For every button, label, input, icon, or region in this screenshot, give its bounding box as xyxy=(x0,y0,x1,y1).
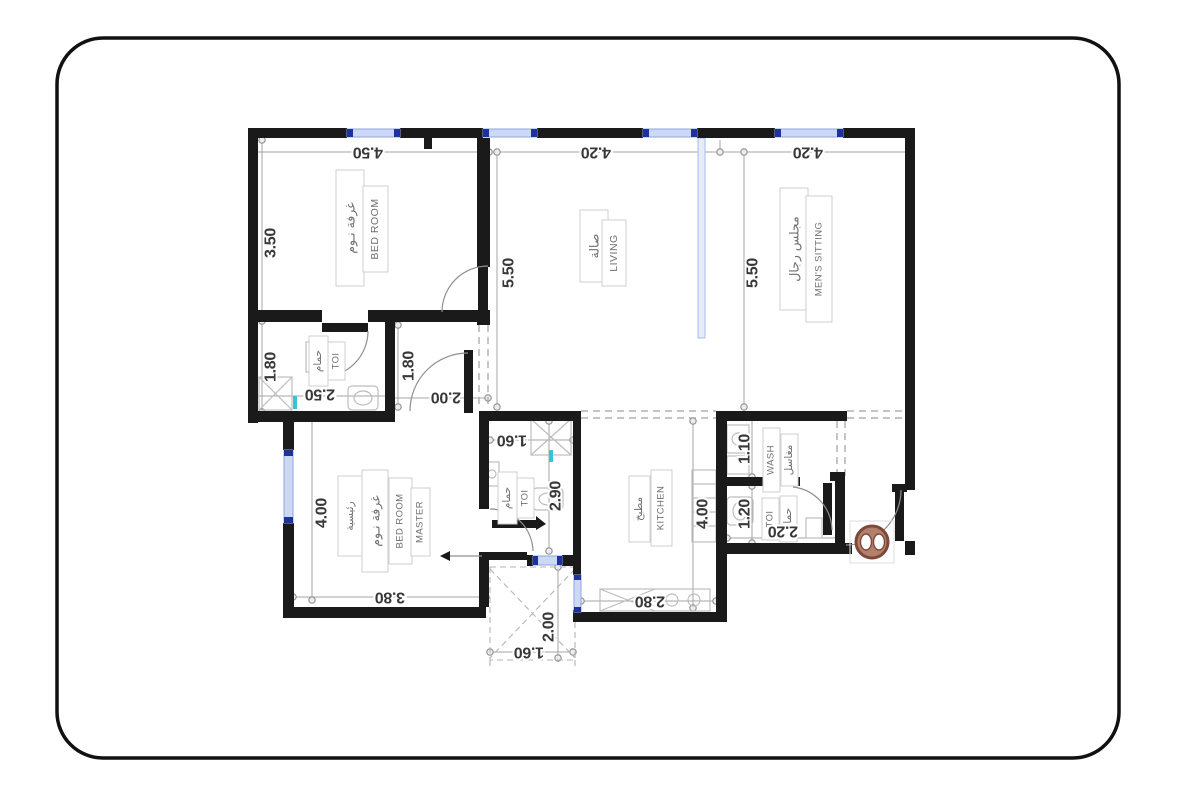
master-toilet-label-en: TOI xyxy=(520,490,531,507)
dim-bedroom-toilet-height: 1.80 xyxy=(263,352,280,382)
dim-living-width: 4.20 xyxy=(581,144,611,161)
guest-toilet-label-en: TOI xyxy=(765,511,776,528)
living-label-en: LIVING xyxy=(608,234,620,271)
bedroom-label-ar: غرفة نـوم xyxy=(343,202,359,254)
mens-sitting-label-ar: مجلس رجال xyxy=(787,216,803,281)
mens-sitting-label-en: MEN'S SITTING xyxy=(814,222,825,297)
master-door-leaf xyxy=(482,552,527,560)
dim-bedroom-toilet-width: 2.50 xyxy=(305,386,335,403)
rounded-border-frame xyxy=(55,36,1121,760)
glass-partition xyxy=(697,137,706,339)
guest-toilet-label-ar: حمام xyxy=(782,508,794,530)
walls xyxy=(248,128,915,622)
master-label-ar-1: رئيسية xyxy=(344,501,356,530)
dim-master-width: 3.80 xyxy=(375,589,405,606)
dim-bedroom-width: 4.50 xyxy=(353,144,383,161)
shower-accent-2 xyxy=(549,450,553,462)
bedroom-label-en: BED ROOM xyxy=(369,198,381,259)
kitchen-label-ar: مطبخ xyxy=(633,497,645,521)
bedroom-toilet-label-en: TOI xyxy=(331,353,342,370)
master-label-ar-2: غرفة نـوم xyxy=(368,495,384,547)
dashed-lines xyxy=(478,325,905,670)
dim-mens-sitting-width: 4.20 xyxy=(793,144,823,161)
dimension-texts: 4.50 4.20 4.20 3.50 1.80 2.50 1.80 2.00 … xyxy=(261,142,825,663)
dim-master-toilet-height: 2.90 xyxy=(548,481,565,511)
master-toilet-label-ar: حمام xyxy=(501,487,513,509)
master-label-en-1: BED ROOM xyxy=(395,494,406,549)
wash-label-en: WASH xyxy=(766,445,777,475)
room-labels: غرفة نـوم BED ROOM صالة LIVING مجلس رجال… xyxy=(308,169,833,573)
dim-shaft-width: 1.60 xyxy=(514,644,544,661)
shower-accent xyxy=(293,396,297,409)
entrance-door-leaf xyxy=(895,488,904,541)
entry-pot-icon xyxy=(849,520,895,564)
wash-label-ar: مغاسل xyxy=(783,445,795,476)
guest-toilet-door-leaf xyxy=(823,483,832,535)
dim-mens-sitting-height: 5.50 xyxy=(745,258,762,288)
dim-bedroom-height: 3.50 xyxy=(263,228,280,258)
fixtures xyxy=(258,341,823,612)
dim-kitchen-height: 4.00 xyxy=(695,499,712,529)
dim-guest-toilet-width: 2.20 xyxy=(768,523,798,540)
master-label-en-2: MASTER xyxy=(415,501,426,543)
windows xyxy=(283,128,844,613)
dim-hall-height: 1.80 xyxy=(401,351,418,381)
dim-living-height: 5.50 xyxy=(501,258,518,288)
dim-master-height: 4.00 xyxy=(314,498,331,528)
toilet-door-leaf xyxy=(322,323,368,332)
dim-kitchen-width: 2.80 xyxy=(635,593,665,610)
dim-hall-width: 2.00 xyxy=(431,389,461,406)
bedroom-door-leaf xyxy=(478,266,488,312)
hall-door-leaf xyxy=(464,350,473,413)
dim-guest-toilet-height: 1.20 xyxy=(737,499,754,529)
dim-master-toilet-width: 1.60 xyxy=(497,432,527,449)
kitchen-label-en: KITCHEN xyxy=(656,486,667,531)
living-label-ar: صالة xyxy=(587,234,602,259)
dim-wash-height: 1.10 xyxy=(737,434,754,464)
dim-shaft-height: 2.00 xyxy=(541,612,558,642)
bedroom-toilet-label-ar: حمام xyxy=(312,350,324,372)
